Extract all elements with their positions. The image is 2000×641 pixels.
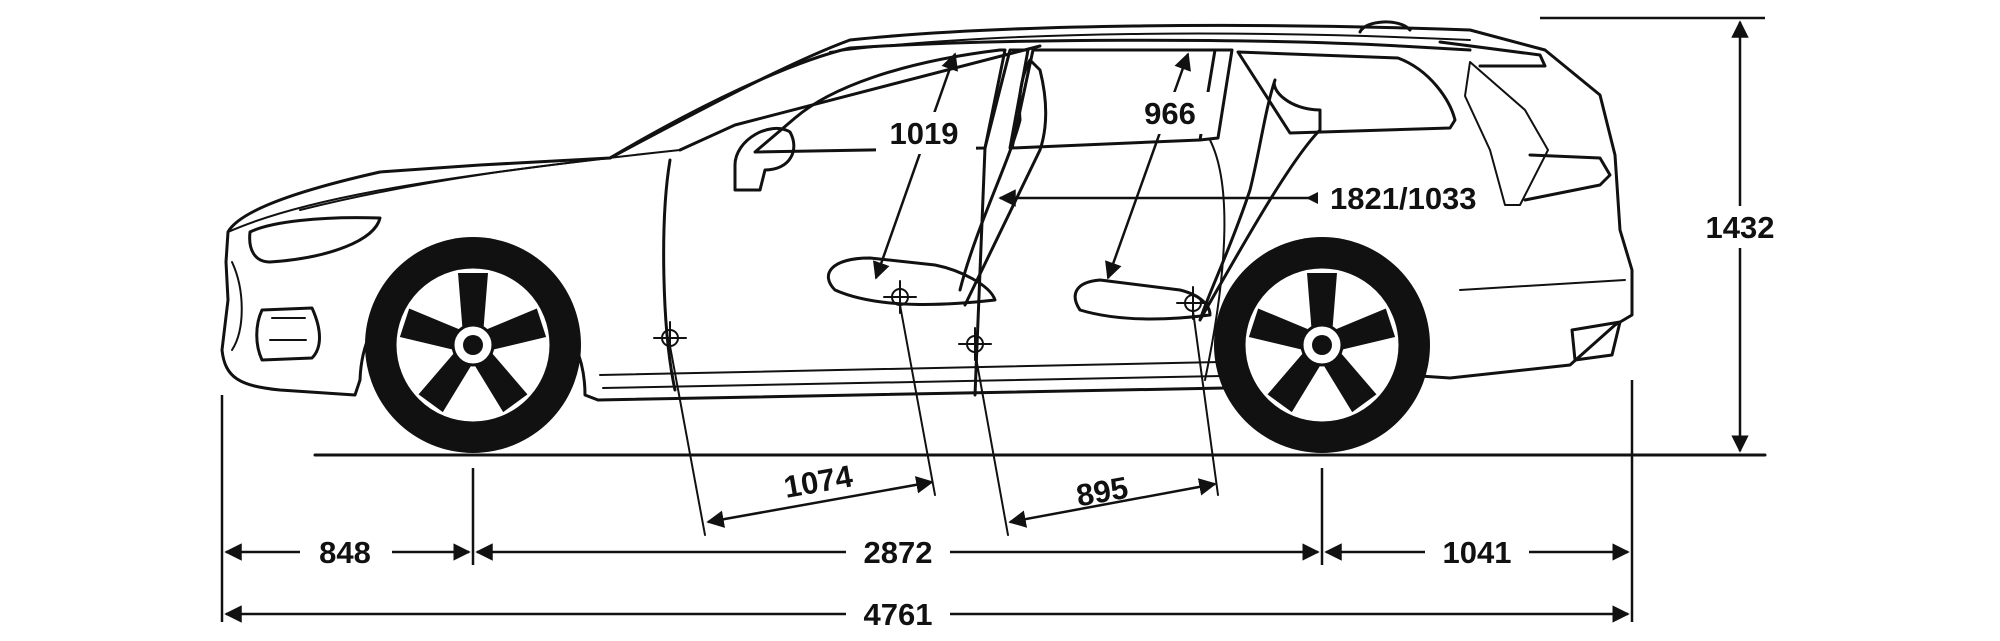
dim-height: 1432 [1706,210,1775,245]
dim-front-headroom: 1019 [890,116,959,151]
car-body-outline [220,20,1634,402]
dimension-labels: 848 2872 1041 4761 1432 1019 966 1074 89… [319,96,1774,632]
dim-interior-length: 1821/1033 [1330,181,1477,216]
seats [653,58,1322,361]
dim-rear-overhang: 1041 [1443,535,1512,570]
dim-wheelbase: 2872 [864,535,933,570]
dimension-lines [220,16,1788,634]
dim-front-overhang: 848 [319,535,371,570]
dim-overall-length: 4761 [864,597,933,632]
rear-seat [1073,278,1212,321]
rear-wheel [1214,237,1430,453]
dim-rear-legroom: 895 [1074,470,1131,513]
front-wheel [365,237,581,453]
dim-rear-headroom: 966 [1144,96,1196,131]
